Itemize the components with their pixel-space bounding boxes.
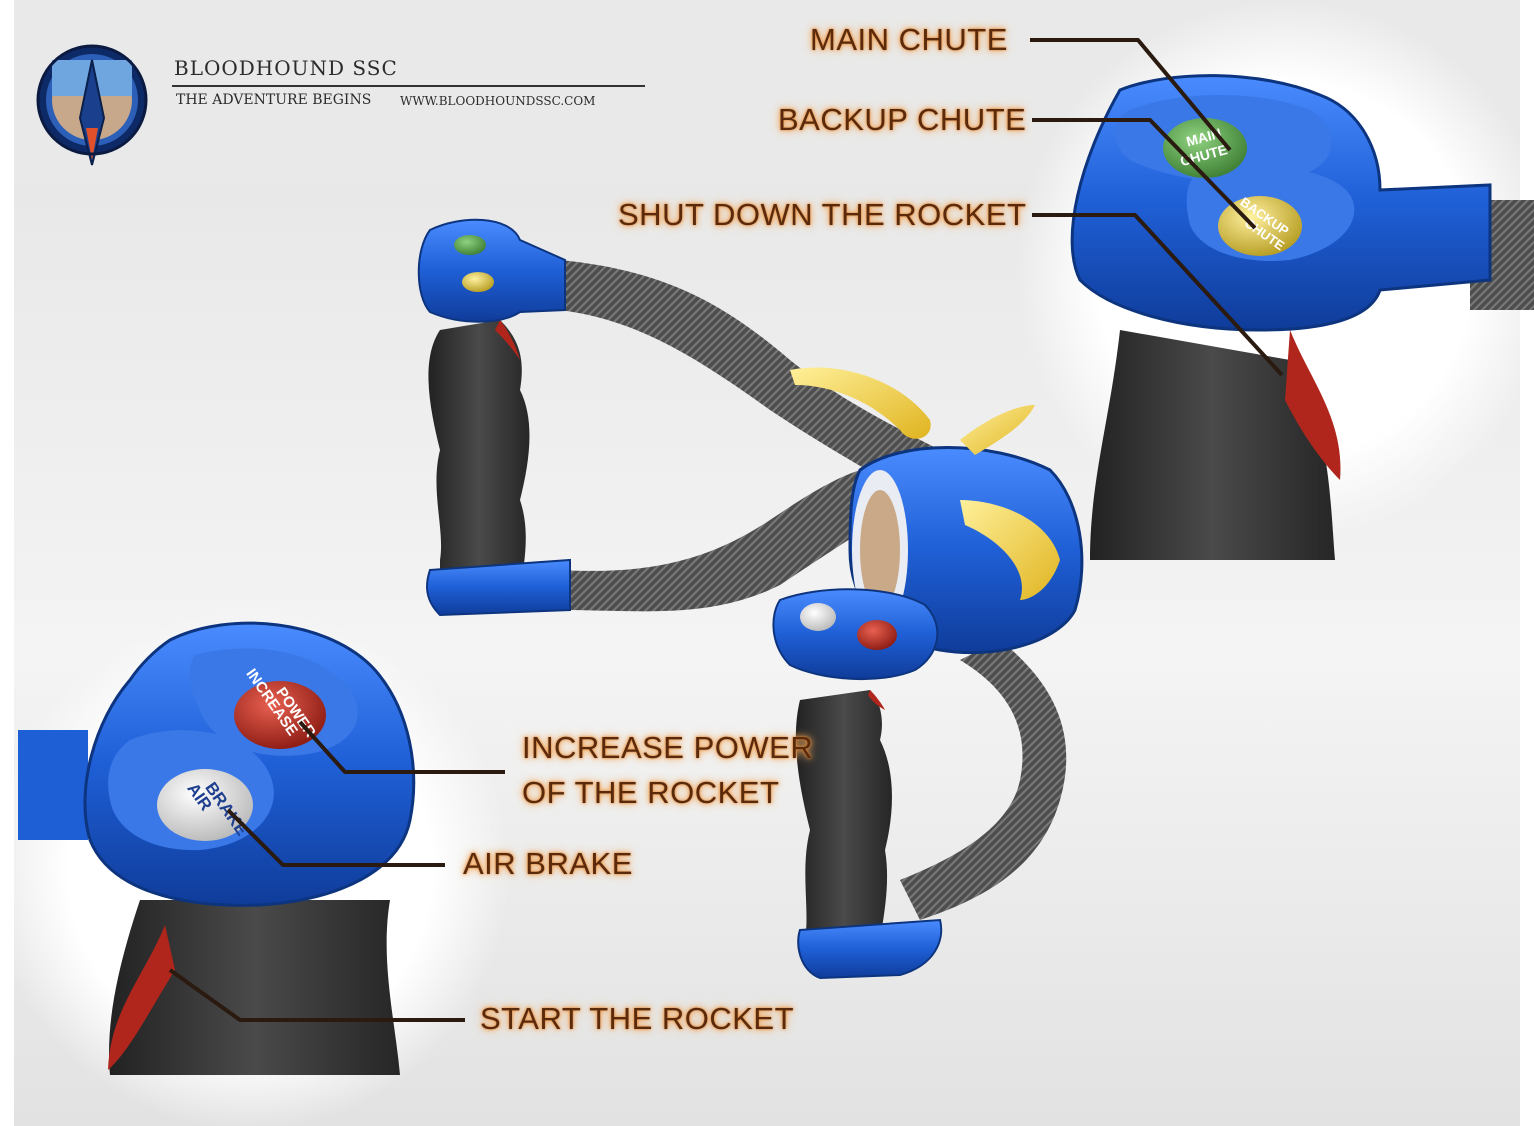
zoom-bottom-left: INCREASE POWER AIR BRAKE [0,610,510,1126]
right-shift-paddle[interactable] [960,405,1035,455]
callout-increase-power-line-1: INCREASE POWER [522,730,814,765]
shut-down-leader [1032,213,1284,377]
callout-air-brake: AIR BRAKE [463,846,633,881]
callout-main-chute: MAIN CHUTE [810,22,1008,57]
shut-down-trigger[interactable] [1285,330,1341,480]
air-brake-leader [226,808,445,867]
zoom-top-right: MAIN CHUTE BACKUP CHUTE [1015,0,1534,560]
air-brake-button[interactable]: AIR BRAKE [157,769,253,841]
main-chute-leader [1030,38,1232,152]
main-chute-button[interactable]: MAIN CHUTE [1163,118,1247,178]
callout-backup-chute: BACKUP CHUTE [778,102,1027,137]
callout-start-rocket: START THE ROCKET [480,1001,795,1036]
backup-chute-leader [1032,118,1257,230]
bloodhound-logo [36,44,148,166]
callout-shut-down: SHUT DOWN THE ROCKET [618,197,1027,232]
start-rocket-trigger[interactable] [108,925,175,1070]
increase-power-leader [298,720,505,774]
start-rocket-leader [168,968,465,1022]
left-shift-paddle[interactable] [790,367,931,439]
steering-controller [417,218,1084,980]
leader-lines [168,38,1284,1022]
callout-increase-power-line-2: OF THE ROCKET [522,775,780,810]
brand-url: WWW.BLOODHOUNDSSC.COM [400,94,596,108]
brand-tagline: THE ADVENTURE BEGINS [176,92,372,108]
brand-name: BLOODHOUND SSC [174,56,398,80]
